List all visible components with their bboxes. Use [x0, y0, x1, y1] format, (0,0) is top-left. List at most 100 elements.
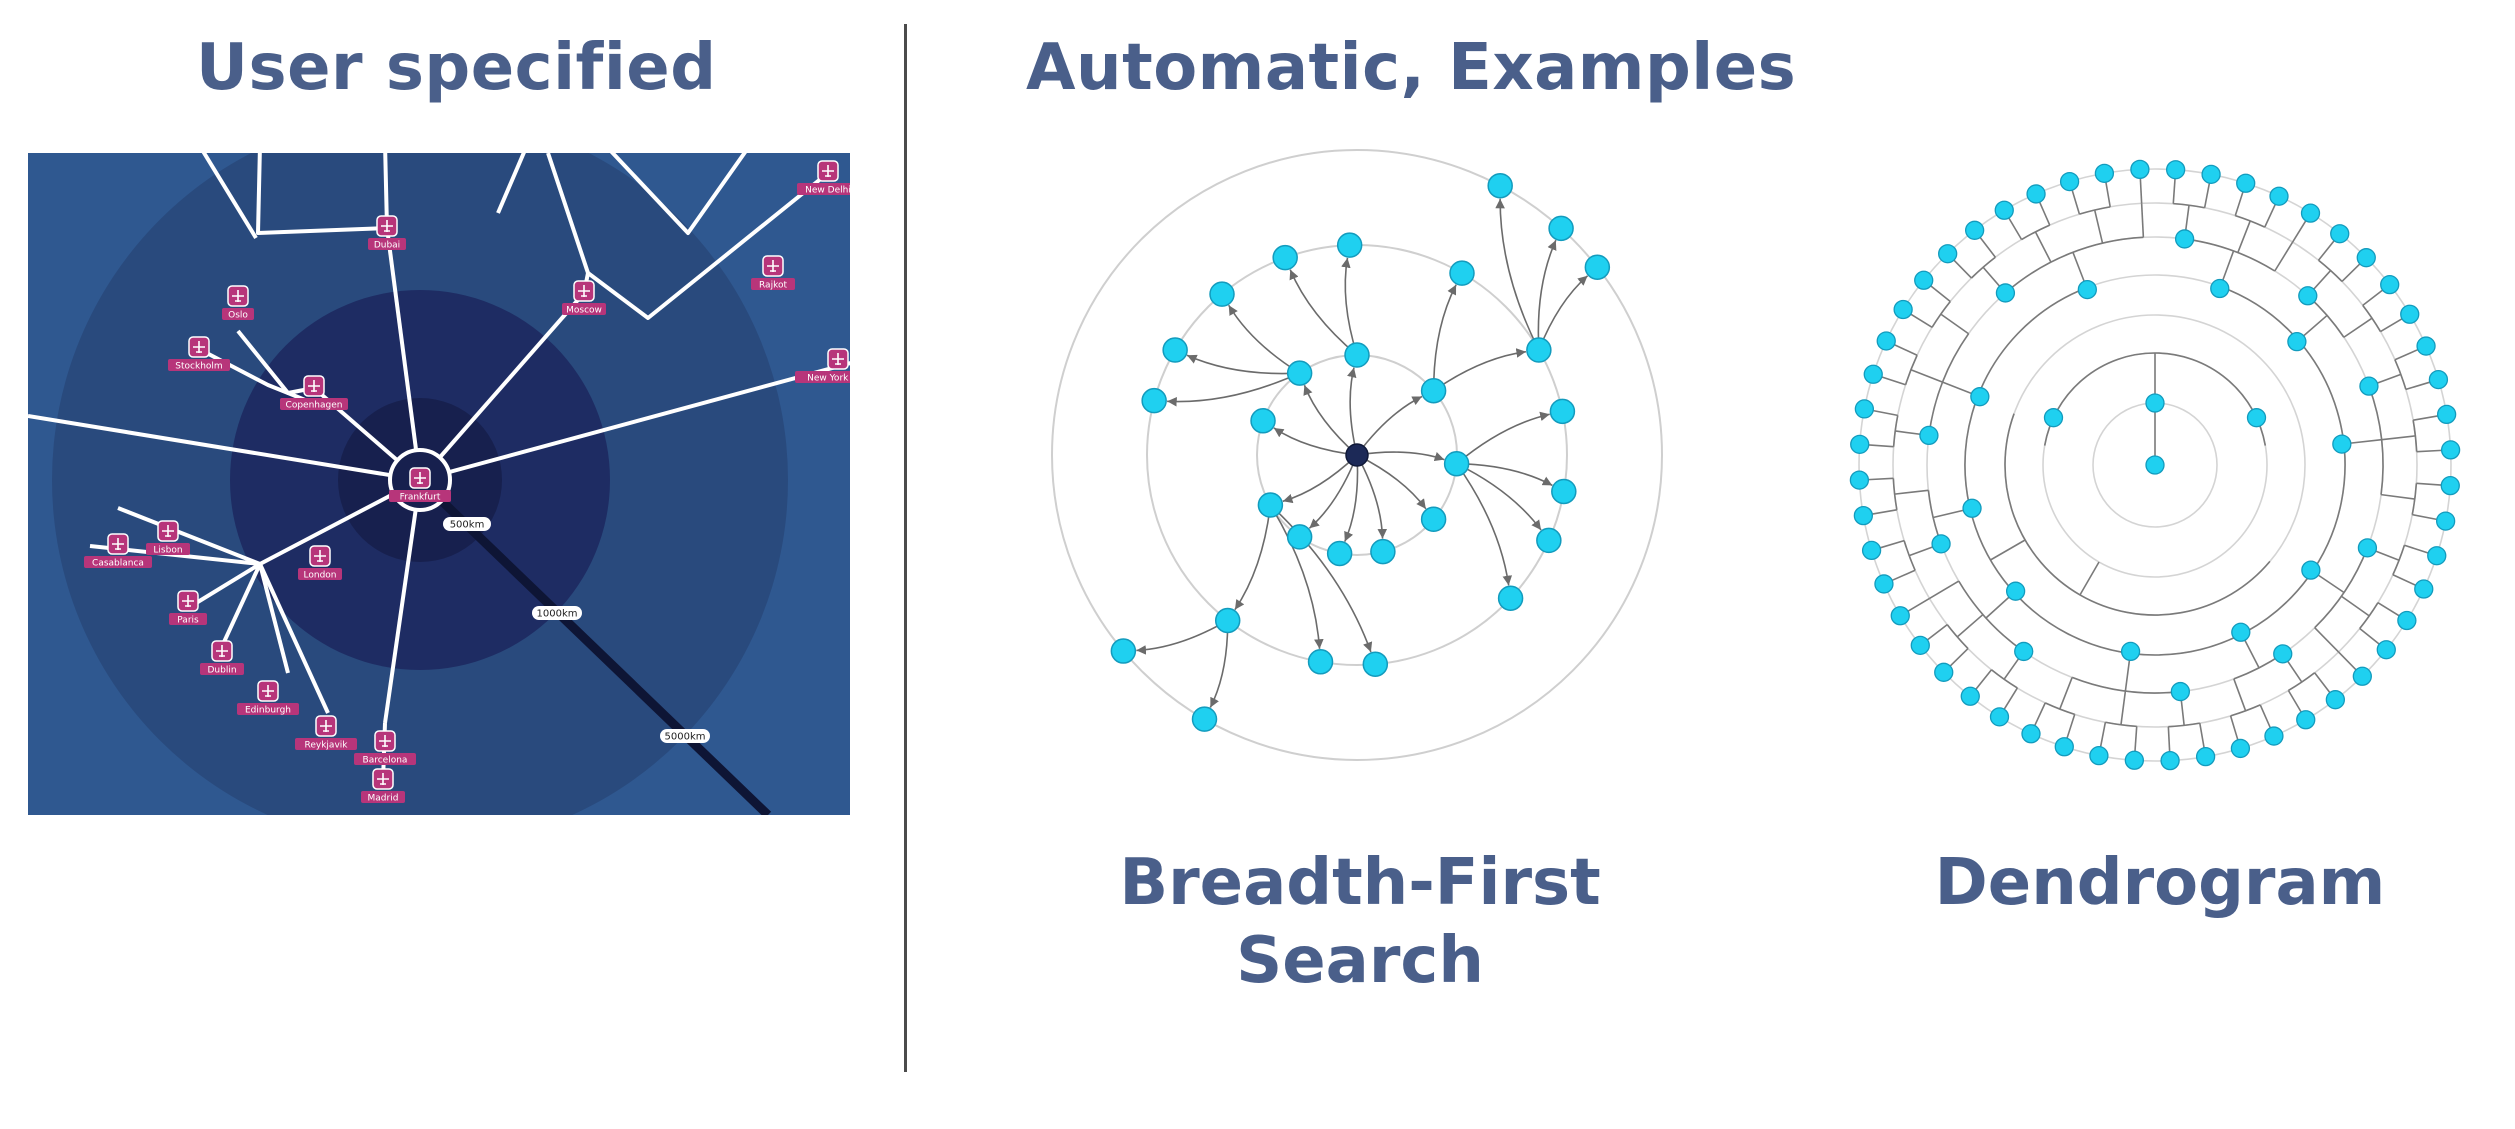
dendrogram-branch-stem	[2199, 723, 2205, 748]
dendrogram-branch-stem	[1891, 569, 1916, 582]
bfs-node	[1548, 215, 1574, 242]
city-london: London	[298, 545, 342, 581]
dendrogram-branch-arc	[2392, 545, 2406, 576]
bfs-edge	[1456, 462, 1553, 487]
dendrogram-node	[2298, 286, 2318, 306]
dendrogram-node	[2273, 644, 2293, 664]
city-dublin: Dublin	[200, 640, 244, 676]
dendrogram-node	[2440, 440, 2461, 460]
dendrogram-branch-stem	[2287, 690, 2302, 713]
bfs-node	[1110, 638, 1137, 664]
dendrogram-branch-stem	[2099, 722, 2107, 747]
dendrogram-branch-stem	[1868, 444, 1894, 448]
dendrogram-branch-stem	[2416, 482, 2442, 486]
city-label: Barcelona	[363, 756, 408, 766]
dendrogram-branch-stem	[1949, 647, 1969, 667]
dendrogram-branch-stem	[1907, 597, 1930, 612]
city-label: Dublin	[207, 666, 236, 676]
dendrogram-branch-stem	[2120, 690, 2127, 725]
bfs-node	[1272, 244, 1298, 271]
svg-text:5000km: 5000km	[665, 732, 706, 743]
dendrogram-node	[1854, 399, 1875, 419]
dendrogram-branch-stem	[2362, 289, 2384, 306]
city-label: Dubai	[374, 241, 400, 251]
dendrogram-branch-stem	[2139, 178, 2143, 204]
city-new-delhi: New Delhi	[797, 160, 850, 196]
dendrogram-node	[1962, 498, 1982, 518]
dendrogram-node	[2077, 279, 2097, 300]
dendrogram-branch-arc	[2412, 420, 2418, 452]
dendrogram-branch-stem	[2314, 627, 2340, 653]
dendrogram-node	[2287, 332, 2307, 352]
dendrogram-nodes	[1849, 159, 2461, 771]
dendrogram-branch-stem	[2380, 318, 2403, 333]
dendrogram-branch-stem	[2392, 574, 2416, 586]
bfs-node	[1420, 377, 1447, 404]
dendrogram-node	[2130, 159, 2150, 180]
dendrogram-node	[2397, 610, 2417, 631]
dendrogram-node	[2359, 376, 2379, 396]
dendrogram-branch-stem	[2066, 714, 2076, 739]
distance-label-500km: 500km	[443, 517, 491, 531]
dendrogram-branch-stem	[2237, 220, 2251, 253]
dendrogram-branch-arc	[1964, 285, 2346, 656]
bfs-node	[1362, 651, 1389, 677]
dendrogram-branch-stem	[2405, 381, 2431, 391]
bfs-node	[1141, 387, 1167, 414]
dendrogram-node	[1910, 635, 1930, 656]
bfs-node	[1549, 398, 1576, 425]
city-label: New York City	[807, 374, 850, 384]
bfs-edge	[1167, 372, 1300, 407]
dendrogram-branch-stem	[2291, 220, 2307, 243]
dendrogram-branch-stem	[1975, 669, 1993, 690]
dendrogram-branch-stem	[2381, 435, 2416, 441]
dendrogram-branch-arc	[2411, 483, 2418, 515]
dendrogram-branch-arc	[1904, 354, 1918, 385]
dendrogram-node	[2120, 641, 2141, 662]
city-label: Edinburgh	[245, 706, 291, 716]
dendrogram-branch-arc	[1903, 540, 1916, 571]
dendrogram-branch-stem	[1940, 313, 1970, 335]
bfs-caption-line1: Breadth-First	[1119, 846, 1601, 920]
dendrogram-branch-stem	[2003, 687, 2019, 710]
dendrogram-node	[2014, 641, 2034, 662]
dendrogram-node	[1863, 364, 1883, 384]
dendrogram-branch-stem	[1990, 539, 2026, 561]
city-pins: FrankfurtDubaiOsloStockholmCopenhagenMos…	[84, 160, 850, 804]
dendrogram-branch-arc	[2184, 238, 2276, 272]
city-dubai: Dubai	[368, 215, 406, 251]
dendrogram-node	[2021, 724, 2041, 744]
bfs-edge	[1455, 463, 1513, 586]
city-barcelona: Barcelona	[354, 730, 416, 766]
dendrogram-node	[1970, 387, 1990, 407]
city-label: Casablanca	[92, 559, 144, 569]
bfs-edge	[1269, 504, 1373, 653]
dendrogram-branch-stem	[2380, 493, 2415, 500]
dendrogram-branch-stem	[2274, 241, 2294, 272]
distance-label-5000km: 5000km	[660, 729, 710, 743]
dendrogram-node	[2201, 164, 2221, 185]
dendrogram-branch-stem	[2404, 544, 2429, 554]
dendrogram-node	[1989, 707, 2010, 727]
left-title: User specified	[196, 31, 717, 105]
dendrogram-node	[2440, 475, 2460, 496]
bfs-node	[1584, 254, 1611, 280]
city-lisbon: Lisbon	[146, 520, 190, 556]
bfs-node	[1536, 527, 1562, 554]
bfs-node	[1307, 649, 1334, 675]
bfs-nodes	[1110, 172, 1611, 732]
bfs-caption: Breadth-First Search	[1050, 844, 1670, 1000]
bfs-edge	[1273, 427, 1358, 456]
dendrogram-node	[2376, 640, 2396, 660]
bfs-node	[1443, 450, 1470, 477]
city-label: New Delhi	[805, 186, 850, 196]
dendrogram-branch-stem	[2105, 182, 2111, 207]
city-paris: Paris	[169, 590, 207, 626]
dendrogram-branch-stem	[2314, 672, 2331, 694]
dendrogram-branch-stem	[2140, 203, 2145, 238]
bfs-edge	[1308, 454, 1358, 529]
dendrogram-branch-stem	[1926, 624, 1948, 641]
bfs-layout	[1051, 149, 1663, 761]
dendrogram-node	[2094, 163, 2115, 184]
svg-text:500km: 500km	[450, 520, 485, 531]
